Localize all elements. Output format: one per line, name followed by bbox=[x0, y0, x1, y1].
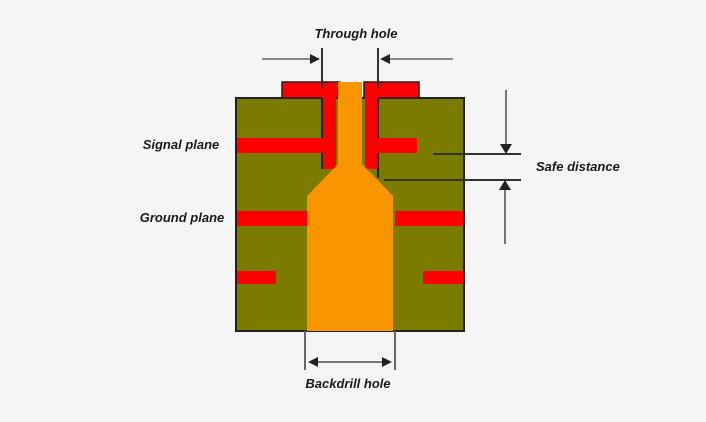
top-pad-left bbox=[281, 81, 341, 99]
barrel-wall-left bbox=[322, 96, 336, 169]
safe-distance-label: Safe distance bbox=[536, 159, 620, 174]
through-hole-label: Through hole bbox=[314, 26, 397, 41]
bottom-trace-left bbox=[237, 271, 276, 284]
top-pad-right bbox=[363, 81, 420, 99]
ground-plane-label: Ground plane bbox=[140, 210, 225, 225]
drill-hole bbox=[307, 82, 393, 331]
bottom-trace-right bbox=[423, 271, 463, 284]
ground-plane-right bbox=[395, 211, 463, 226]
signal-plane-left bbox=[237, 138, 323, 153]
signal-plane-label: Signal plane bbox=[143, 137, 220, 152]
barrel-wall-right bbox=[365, 96, 378, 169]
backdrill-hole-label: Backdrill hole bbox=[305, 376, 390, 391]
signal-plane-right bbox=[378, 138, 417, 153]
ground-plane-left bbox=[237, 211, 307, 226]
